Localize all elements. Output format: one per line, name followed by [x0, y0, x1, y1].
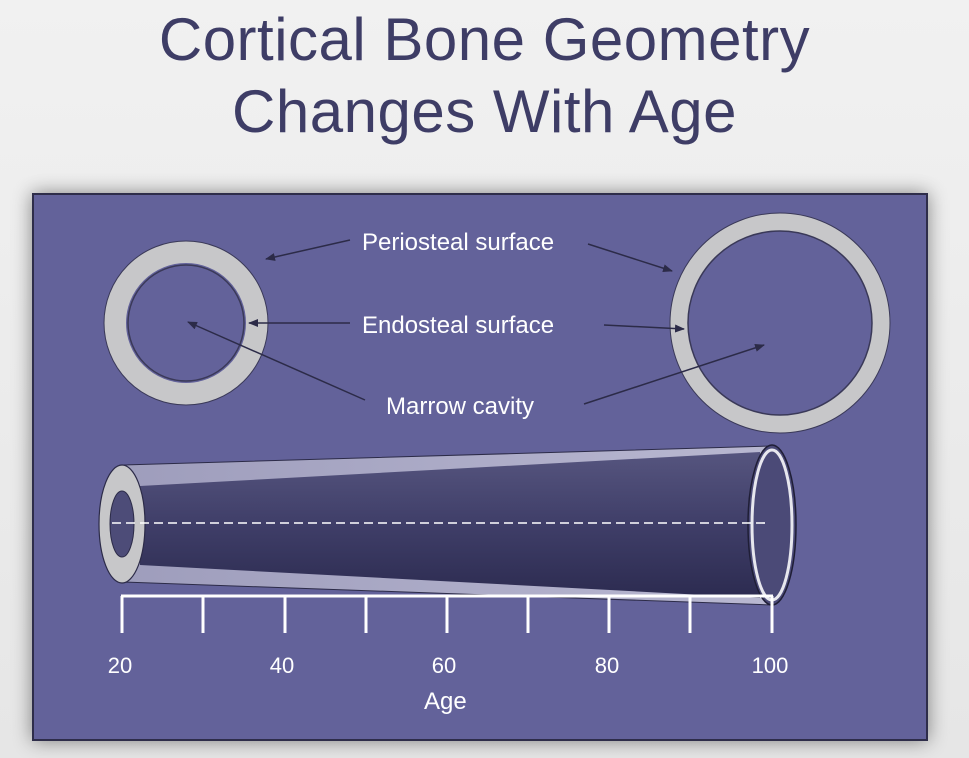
young-bone-cross-section — [103, 240, 269, 406]
endosteal-surface-label: Endosteal surface — [362, 312, 555, 339]
shaft-inner-cavity — [140, 452, 760, 598]
tick-label-80: 80 — [594, 653, 620, 678]
young-inner-outline — [127, 264, 245, 382]
title-line-1: Cortical Bone Geometry — [158, 6, 811, 73]
old-outer-outline — [669, 212, 891, 434]
label-arrows — [187, 239, 765, 405]
axis-title: Age — [424, 688, 467, 715]
shaft-left-end-inner — [109, 490, 135, 558]
title-line-2: Changes With Age — [232, 78, 737, 145]
old-periosteal-ring — [670, 213, 890, 433]
shaft-right-end-outer — [747, 444, 797, 606]
periosteal-surface-label: Periosteal surface — [362, 229, 555, 256]
old-inner-outline — [687, 230, 873, 416]
age-axis — [120, 594, 774, 633]
marrow-cavity-label: Marrow cavity — [386, 393, 535, 420]
periosteal-arrow-right — [587, 243, 673, 273]
old-bone-cross-section — [669, 212, 891, 434]
periosteal-arrow-left — [265, 239, 351, 261]
tick-label-100: 100 — [751, 653, 789, 678]
bone-shaft — [98, 444, 797, 606]
marrow-arrow-left — [187, 321, 366, 401]
tick-label-40: 40 — [269, 653, 295, 678]
slide-title: Cortical Bone Geometry Changes With Age — [0, 4, 969, 148]
endosteal-arrow-right — [603, 324, 685, 333]
tick-label-20: 20 — [107, 653, 133, 678]
marrow-arrow-right — [583, 344, 765, 405]
tick-label-60: 60 — [431, 653, 457, 678]
young-periosteal-ring — [104, 241, 268, 405]
